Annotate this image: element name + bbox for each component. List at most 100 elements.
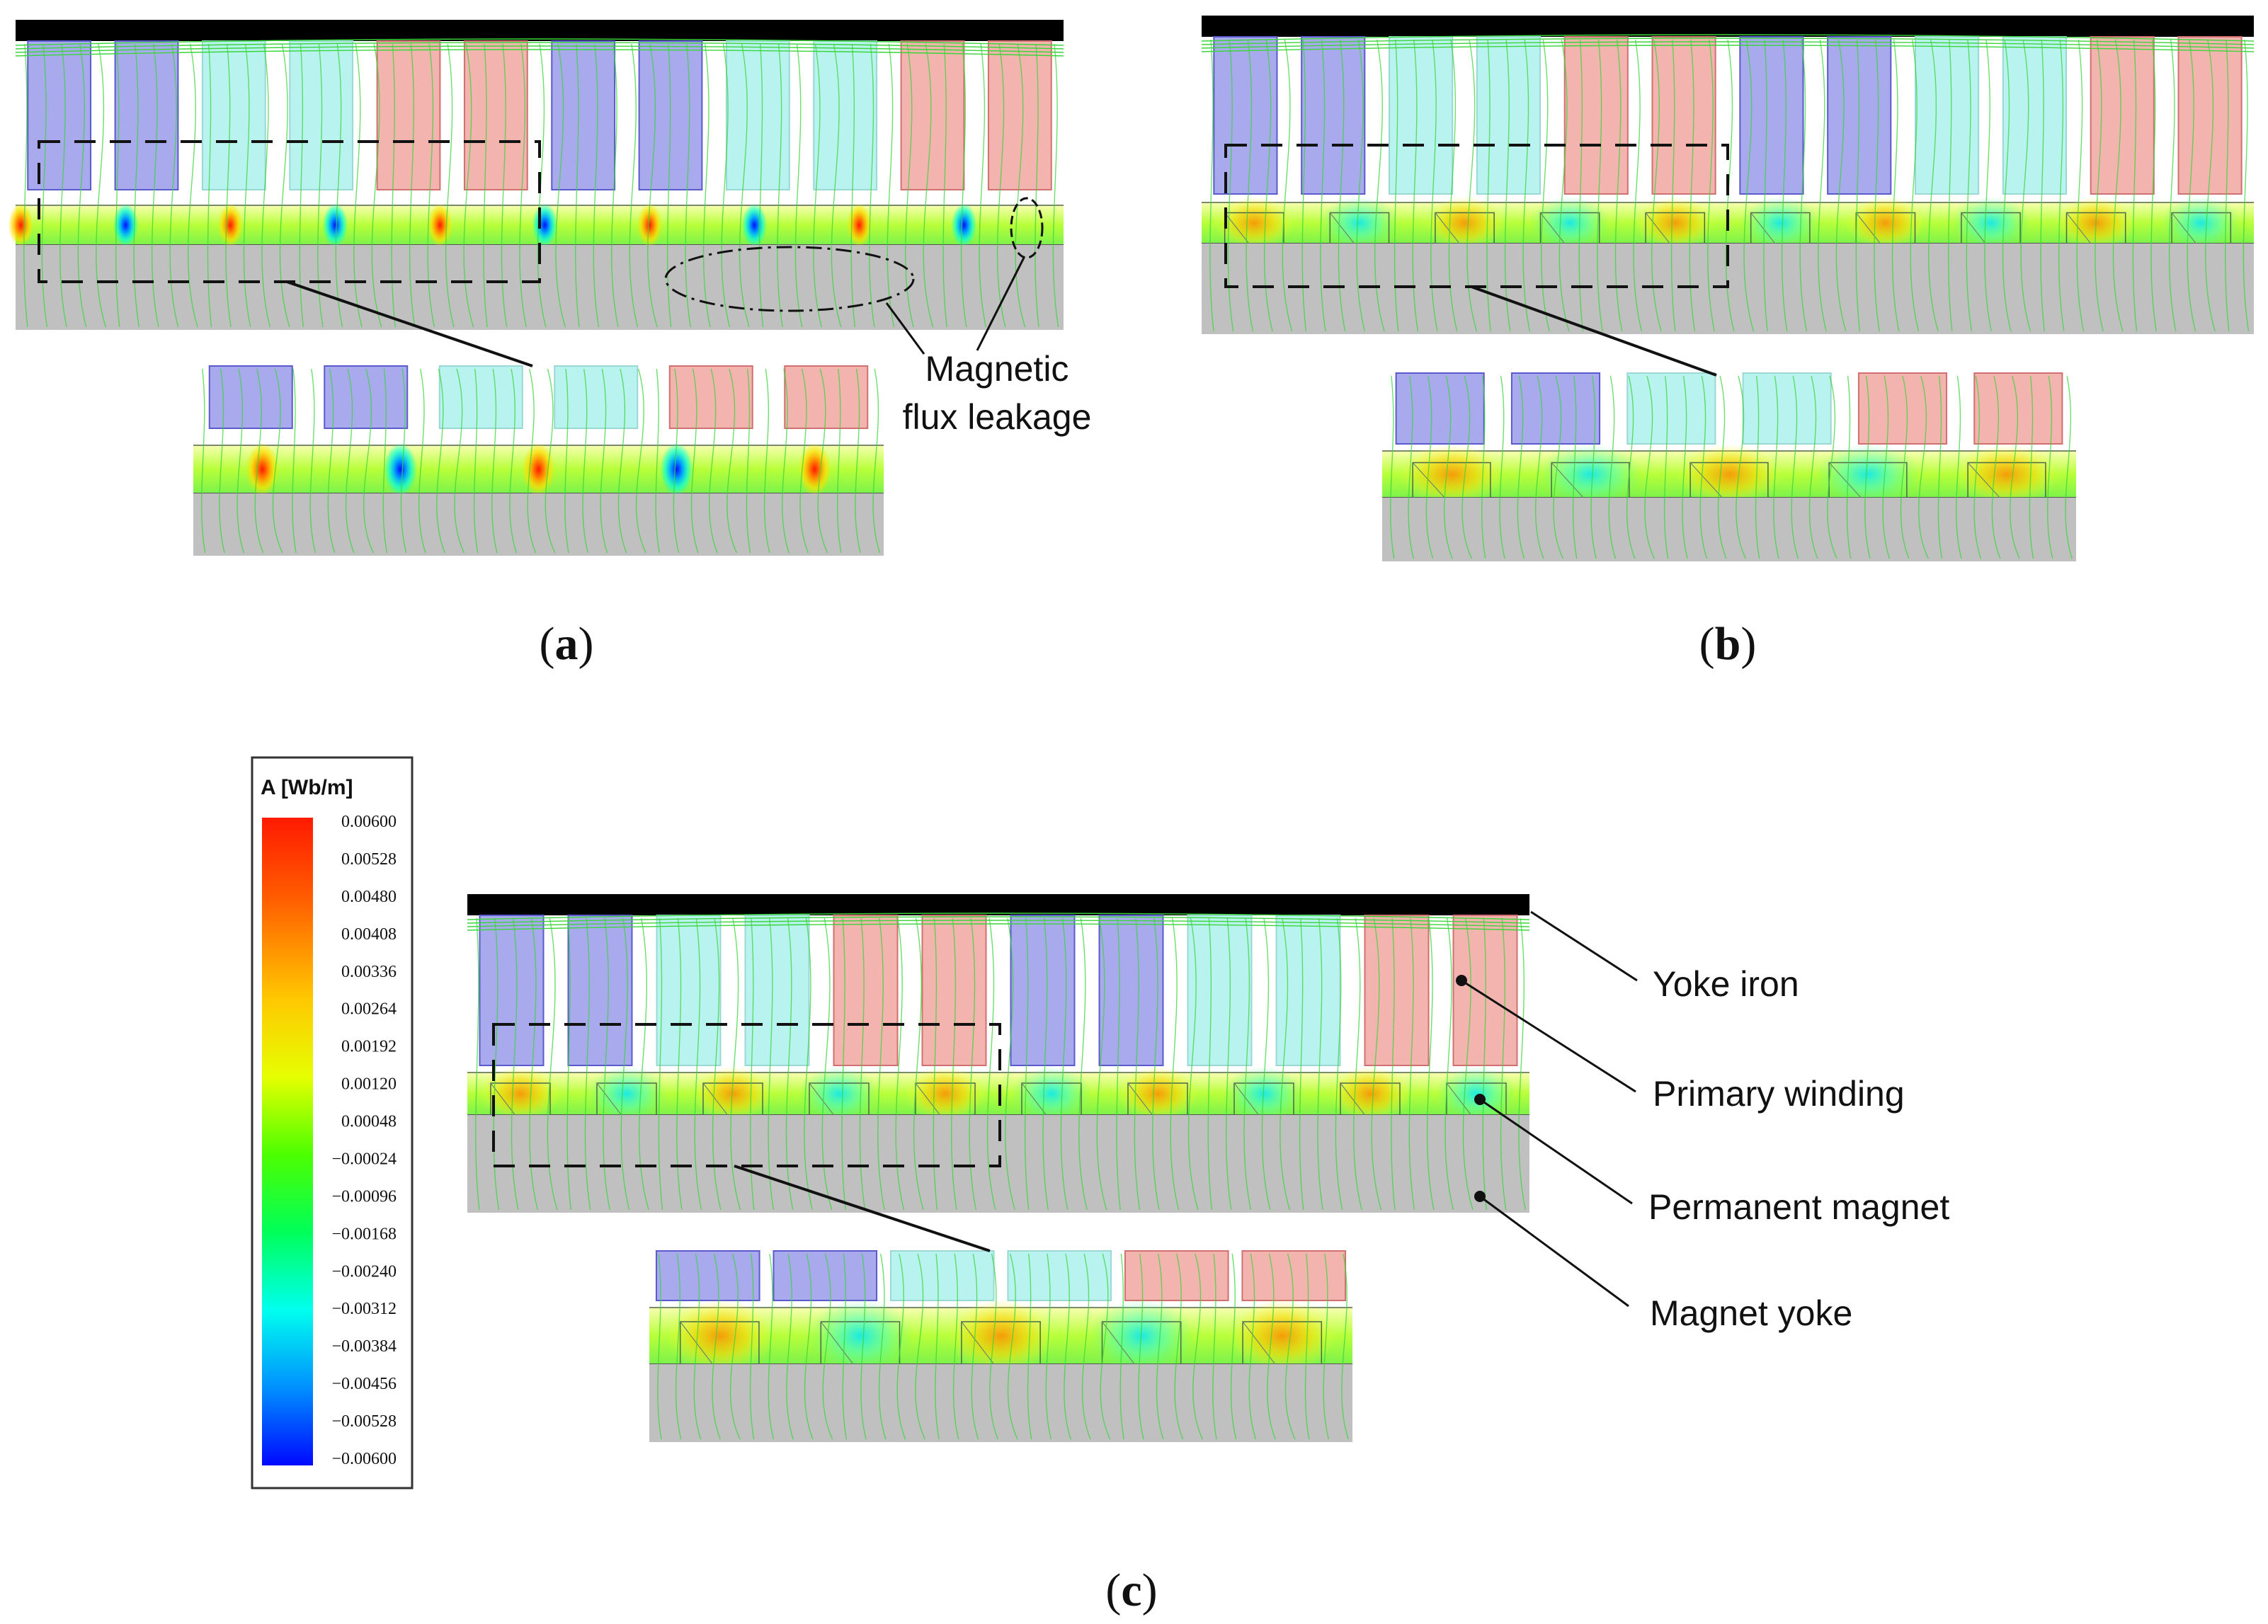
field-peak [666,1299,773,1373]
flux-line [989,1253,998,1440]
flux-line [345,368,355,554]
flux-line [327,368,336,554]
flux-line [555,43,566,328]
field-trough [951,203,977,247]
field-trough [113,203,139,247]
flux-line [600,368,608,554]
flux-line [1558,39,1570,332]
flux-line [1763,39,1768,332]
flux-line [509,368,517,554]
flux-line [1633,39,1643,332]
flux-line [1430,39,1438,332]
flux-line [729,1253,741,1440]
flux-line [813,43,822,328]
flux-line [467,920,1530,927]
flux-line [1007,1253,1018,1440]
flux-line [739,43,750,328]
flux-line [1882,375,1891,559]
flux-line [1578,39,1584,332]
flux-line [115,43,120,328]
field-trough [1951,196,2031,250]
flux-line [675,1253,682,1440]
legend-tick: 0.00408 [341,925,397,944]
flux-line [1937,375,1943,559]
coil-b [2002,36,2067,195]
flux-line [1500,917,1507,1211]
flux-line [971,1253,979,1440]
flux-line [1096,917,1107,1211]
flux-line [1670,39,1676,332]
flux-line [1246,39,1254,332]
flux-line [2058,39,2065,332]
zoom-indicator-a [38,140,541,367]
flux-line [951,917,957,1211]
coil-c [987,40,1052,190]
flux-line [77,43,87,328]
flux-line [2076,39,2085,332]
magnet-yoke [193,493,884,556]
coil-b [813,40,878,190]
flux-line [299,43,304,328]
flux-line [896,1253,906,1440]
flux-line [1134,917,1141,1211]
flux-line [850,43,856,328]
legend-tick: −0.00456 [331,1375,397,1393]
flux-line [1426,917,1435,1211]
flux-line [1534,375,1544,559]
flux-line [887,43,895,328]
flux-line [371,43,382,328]
flux-line [1341,1253,1349,1440]
legend-tick: −0.00600 [331,1450,397,1468]
field-trough [1436,1066,1517,1121]
flux-line [1947,39,1953,332]
flux-line [960,43,967,328]
field-trough [384,442,417,496]
flux-line [860,1253,867,1440]
flux-line [969,917,977,1211]
field-peak [1214,196,1294,250]
flux-line [2187,39,2196,332]
coil-b [744,915,810,1066]
flux-line [749,1253,755,1440]
yoke-iron-label: Yoke iron [1653,964,1799,1004]
coil-a [1739,36,1804,195]
coil-b [889,1250,995,1301]
field-trough [586,1066,667,1121]
flux-line [768,1253,775,1440]
flux-line [391,43,396,328]
flux-line [593,43,600,328]
flux-line [1335,917,1343,1211]
flux-line [617,368,627,554]
flux-line [1504,39,1511,332]
flux-line [1064,1253,1071,1440]
flux-line [786,1253,794,1440]
flux-line [2205,39,2216,332]
flux-line [726,368,737,554]
legend-ticks: 0.006000.005280.004800.004080.003360.002… [331,813,397,1468]
flux-line [564,368,569,554]
flux-line [582,368,588,554]
legend-title: A [Wb/m] [261,776,353,799]
panel-b-zoom [1382,372,2076,561]
legend-tick: 0.00048 [341,1113,397,1131]
coil-c [376,40,441,190]
flux-line [1910,39,1920,332]
flux-line [878,1253,887,1440]
legend-tick: 0.00528 [341,850,397,869]
flux-line [721,43,731,328]
flux-line [1864,375,1871,559]
field-peak [1229,1299,1336,1373]
flux-line [638,917,649,1211]
flux-line [2168,39,2177,332]
flux-line [794,43,803,328]
flux-line [400,368,407,554]
flux-line [1918,375,1929,559]
flux-line [1280,917,1290,1211]
flux-line [1045,1253,1052,1440]
yoke-iron [16,20,1064,41]
flux-line [1374,39,1385,332]
flux-line [59,43,67,328]
flux-line [620,917,630,1211]
flux-line [1644,375,1655,559]
flux-line [1614,39,1623,332]
